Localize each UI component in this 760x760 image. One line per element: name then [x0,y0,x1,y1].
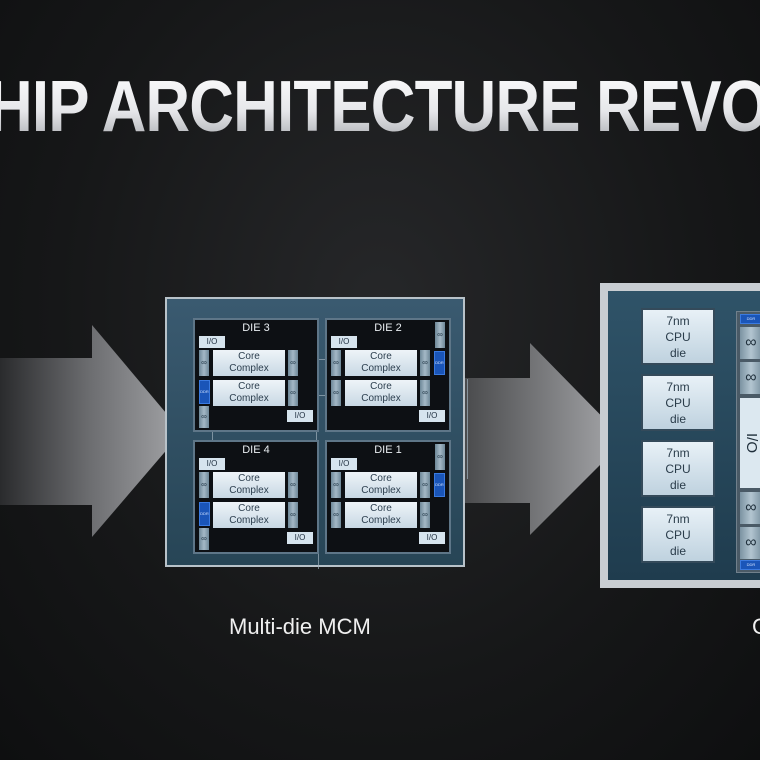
cpu-die-label: die [669,478,686,492]
cpu-die-label: 7nm [666,512,690,526]
infinity-fabric-icon: ∞ [435,444,445,470]
core-complex: Core Complex [345,350,417,376]
core-label: Core Complex [229,351,269,374]
infinity-fabric-icon: ∞ [331,502,341,528]
infinity-fabric-icon: ∞ [420,502,430,528]
core-label: Core Complex [229,381,269,404]
ddr-icon: DDR [199,502,210,526]
infinity-fabric-icon: ∞ [740,527,760,559]
cpu-die-label: die [669,412,686,426]
core-complex: Core Complex [213,502,285,528]
cpu-die-label: CPU [665,528,691,542]
infinity-fabric-icon: ∞ [740,492,760,524]
ddr-icon: DDR [434,473,445,497]
infinity-fabric-icon: ∞ [435,322,445,348]
cpu-die-label: CPU [665,462,691,476]
io-block: I/O [287,532,313,544]
infinity-fabric-icon: ∞ [331,380,341,406]
infinity-fabric-icon: ∞ [420,472,430,498]
cpu-die-label: die [669,346,686,360]
cpu-die-label: 7nm [666,446,690,460]
infinity-fabric-icon: ∞ [199,472,209,498]
core-complex: Core Complex [213,380,285,406]
die-title: DIE 4 [242,444,270,456]
core-label: Core Complex [229,473,269,496]
cpu-die-label: 7nm [666,314,690,328]
core-complex: Core Complex [213,472,285,498]
cpu-die-label: die [669,544,686,558]
cpu-die-label: CPU [665,396,691,410]
core-complex: Core Complex [345,472,417,498]
infinity-fabric-icon: ∞ [740,327,760,359]
ddr-icon: DDR [199,380,210,404]
core-label: Core Complex [361,351,401,374]
core-label: Core Complex [361,503,401,526]
ddr-icon: DDR [434,351,445,375]
mcm-caption: Multi-die MCM [229,614,371,639]
ddr-icon: DDR [740,560,760,570]
core-label: Core Complex [361,473,401,496]
infinity-fabric-icon: ∞ [199,406,209,428]
infinity-fabric-icon: ∞ [199,350,209,376]
io-block: I/O [331,458,357,470]
die-title: DIE 1 [374,444,402,456]
arrow-right [465,343,625,535]
interconnect-wire [467,379,468,479]
arrow-left [0,325,182,537]
io-block: I/O [287,410,313,422]
io-block: I/O [199,336,225,348]
io-label: I/O [740,398,760,488]
infinity-fabric-icon: ∞ [331,472,341,498]
infinity-fabric-icon: ∞ [288,472,298,498]
die-title: DIE 2 [374,322,402,334]
infinity-fabric-icon: ∞ [199,528,209,550]
core-complex: Core Complex [345,502,417,528]
infinity-fabric-icon: ∞ [420,350,430,376]
cpu-die-label: 7nm [666,380,690,394]
slide-title: HIP ARCHITECTURE REVO [0,66,760,148]
core-label: Core Complex [229,503,269,526]
infinity-fabric-icon: ∞ [288,350,298,376]
core-complex: Core Complex [213,350,285,376]
infinity-fabric-icon: ∞ [740,362,760,394]
chiplet-caption: C [752,614,760,639]
die-title: DIE 3 [242,322,270,334]
infinity-fabric-icon: ∞ [288,502,298,528]
core-label: Core Complex [361,381,401,404]
io-block: I/O [419,532,445,544]
infinity-fabric-icon: ∞ [331,350,341,376]
infinity-fabric-icon: ∞ [288,380,298,406]
core-complex: Core Complex [345,380,417,406]
infinity-fabric-icon: ∞ [420,380,430,406]
io-block: I/O [199,458,225,470]
io-block: I/O [419,410,445,422]
cpu-die-label: CPU [665,330,691,344]
ddr-icon: DDR [740,314,760,324]
io-block: I/O [331,336,357,348]
